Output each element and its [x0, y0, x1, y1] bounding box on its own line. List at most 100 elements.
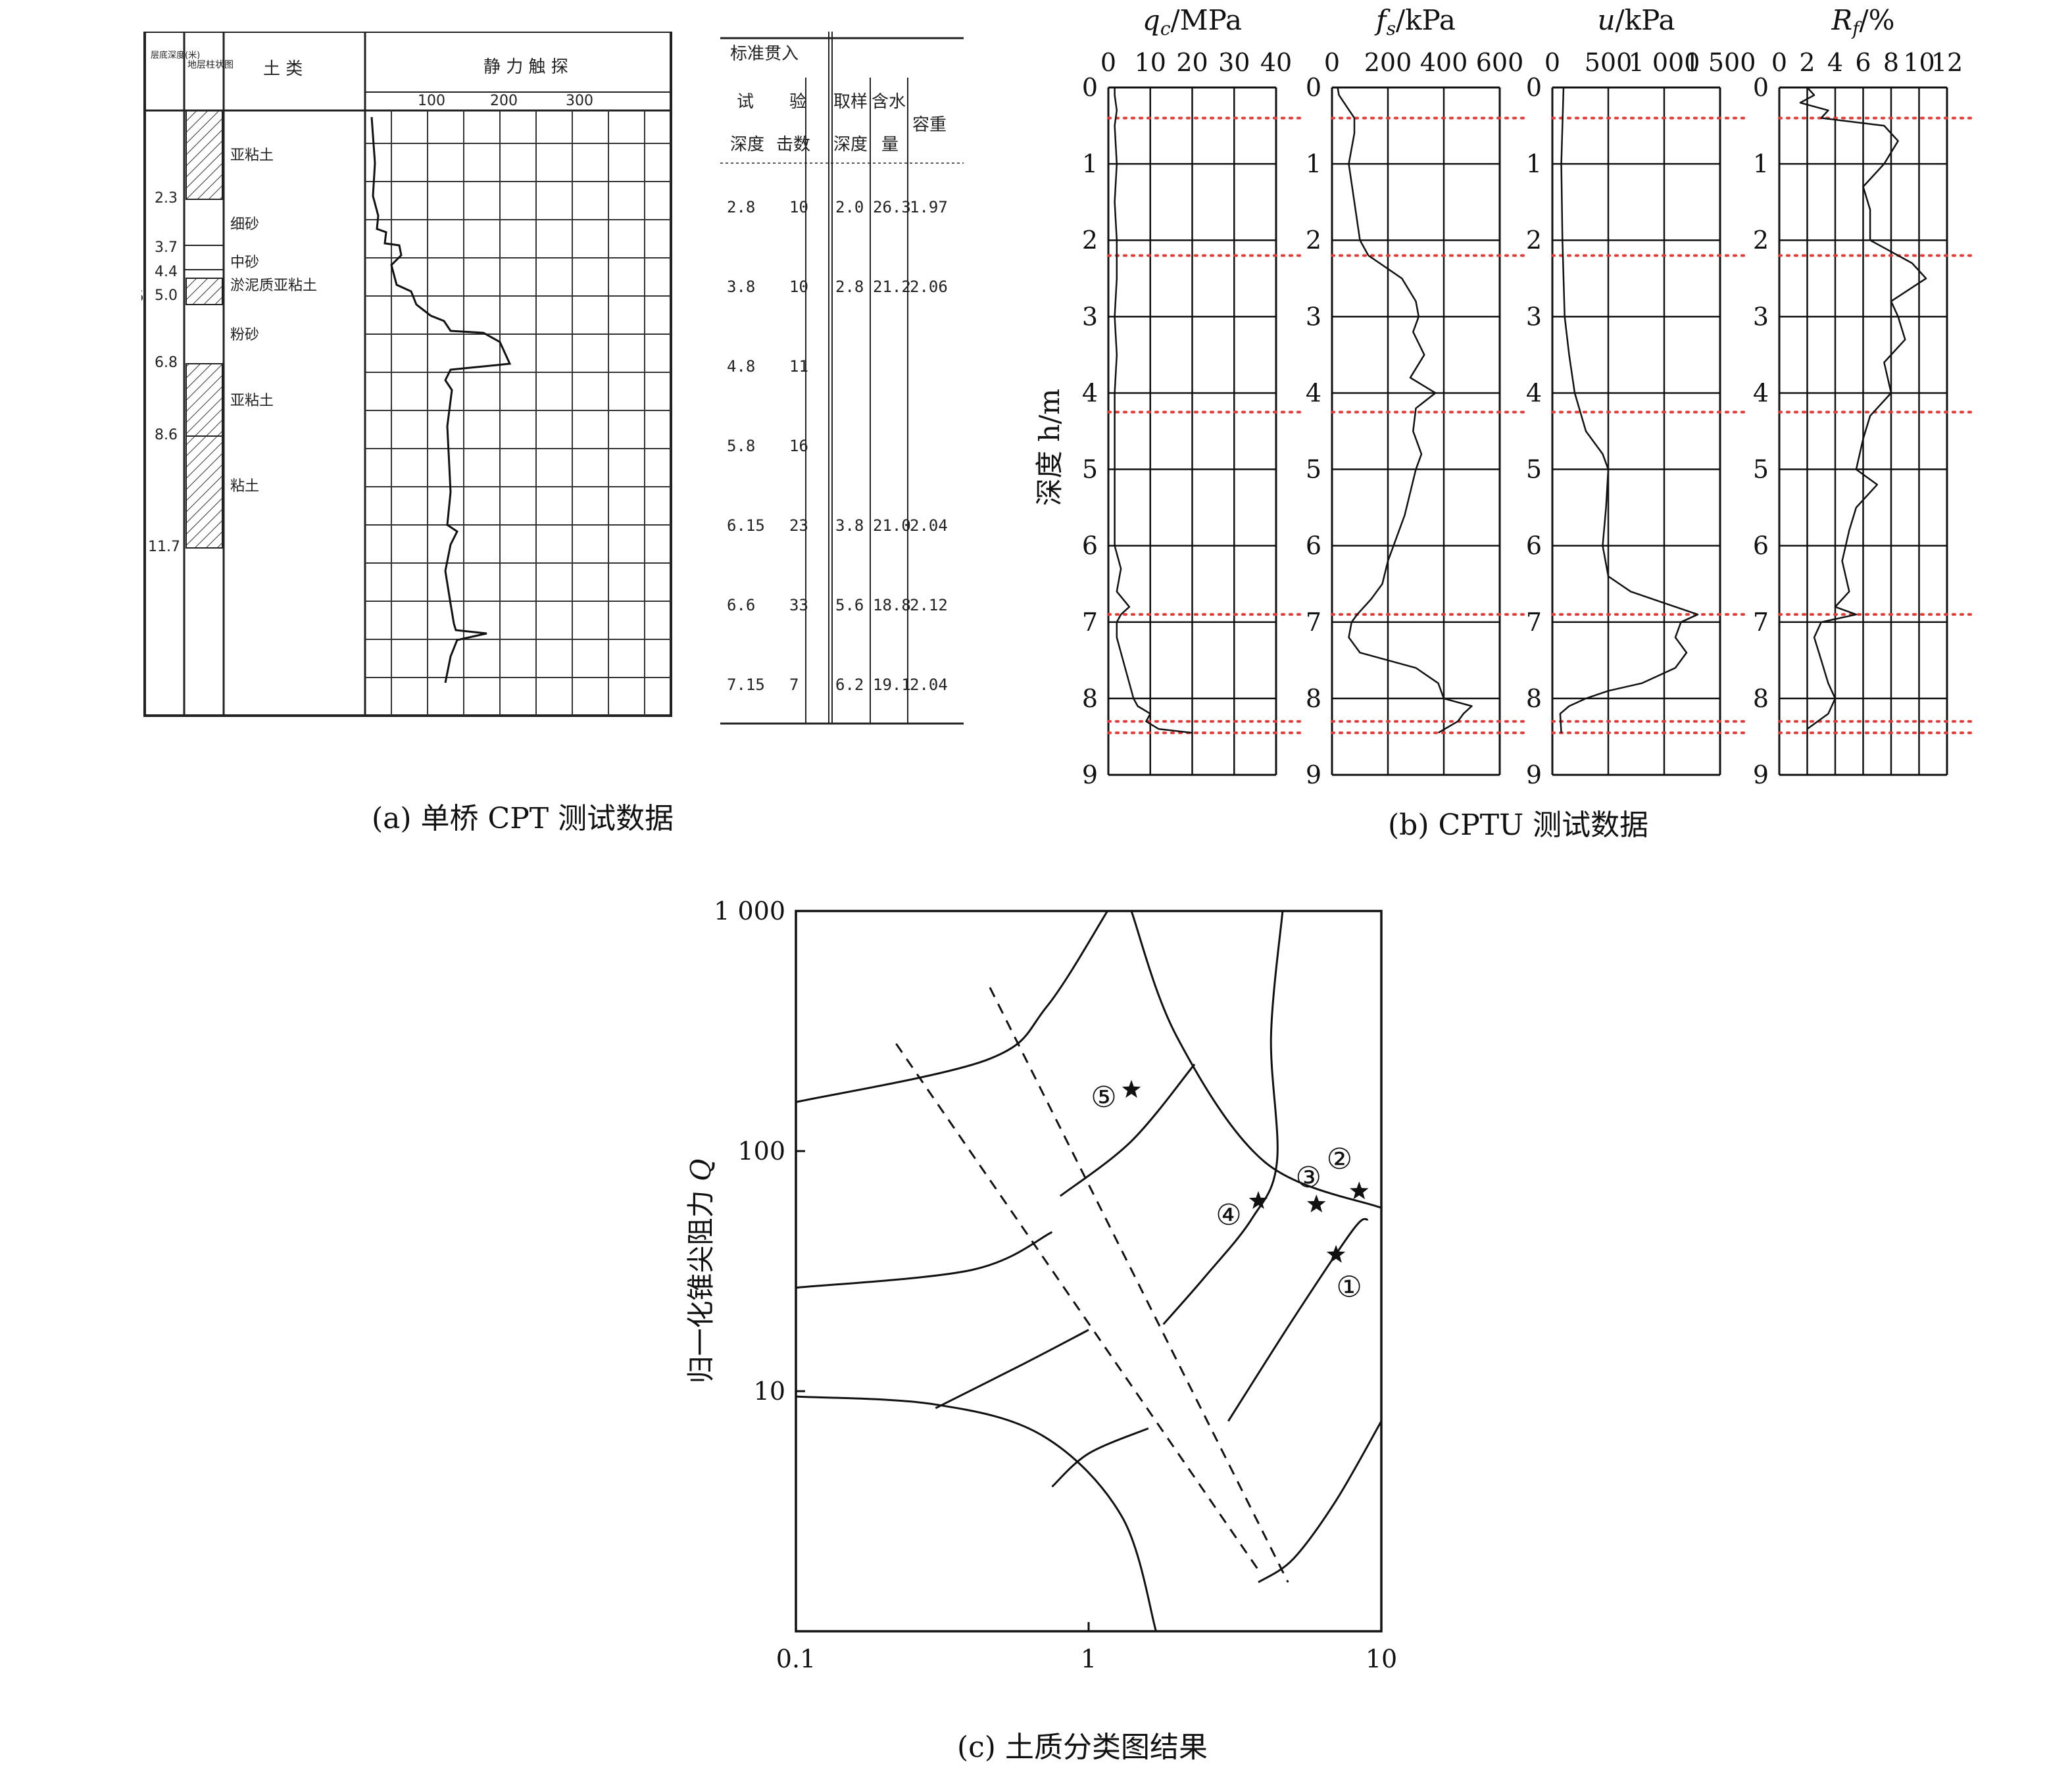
data-point-label: ③	[1296, 1161, 1321, 1195]
soil-layer-label: 亚粘土	[230, 393, 274, 409]
x-tick-label: 1	[1081, 1644, 1097, 1673]
x-tick-label: 8	[1883, 48, 1899, 77]
spt-cell: 10	[789, 278, 808, 296]
spt-col2-a: 验	[789, 92, 806, 112]
y-tick-label: 6	[1526, 531, 1542, 560]
spt-cell: 2.06	[910, 278, 948, 296]
depth-label: 4.4	[155, 264, 178, 280]
spt-col1-b: 深度	[730, 135, 764, 155]
cpt-trace	[370, 116, 512, 683]
strata-column	[184, 110, 224, 549]
y-tick-label: 3	[1306, 302, 1321, 331]
spt-cell: 2.8	[835, 278, 864, 296]
y-tick-label: 100	[737, 1137, 785, 1166]
spt-col5: 容重	[912, 115, 947, 135]
x-tick-label: 30	[1218, 48, 1250, 77]
y-tick-label: 6	[1753, 531, 1769, 560]
spt-cell: 21.2	[873, 278, 911, 296]
spt-cell: 2.0	[835, 198, 864, 216]
spt-col3-b: 深度	[833, 135, 868, 155]
spt-cell: 6.2	[835, 676, 864, 694]
x-tick-label: 0	[1771, 48, 1787, 77]
spt-cell: 23	[789, 516, 808, 535]
data-point-star	[1122, 1079, 1141, 1098]
spt-col3-a: 取样	[833, 92, 868, 112]
y-tick-label: 10	[754, 1377, 785, 1406]
zone-boundary	[796, 911, 1108, 1103]
soil-layer-label: 粘土	[230, 478, 259, 495]
data-point-label: ④	[1216, 1198, 1241, 1232]
subplot-title-unit: /%	[1859, 4, 1894, 36]
subplot-title-var: R	[1831, 4, 1852, 36]
y-tick-label: 0	[1526, 73, 1542, 102]
subplot-title-var: u	[1597, 4, 1615, 36]
data-point-star	[1326, 1244, 1346, 1263]
x-tick-label: 6	[1855, 48, 1871, 77]
x-tick-label: 400	[1420, 48, 1468, 77]
y-tick-label: 8	[1306, 684, 1321, 713]
stratum-hatch-2	[185, 278, 223, 305]
y-tick-label: 5	[1526, 455, 1542, 484]
depth-axis-label: 深度 h/m	[1033, 389, 1066, 506]
y-tick-label: 7	[1753, 608, 1769, 637]
spt-cell: 3.8	[727, 278, 755, 296]
spt-cell: 5.6	[835, 596, 864, 614]
series-line	[1114, 87, 1193, 734]
y-tick-label: 0	[1082, 73, 1098, 102]
y-tick-label: 7	[1082, 608, 1098, 637]
y-tick-label: 9	[1753, 760, 1769, 789]
subplot-title-var: q	[1143, 4, 1160, 36]
y-tick-label: 2	[1306, 226, 1321, 255]
x-tick-label: 10	[1903, 48, 1935, 77]
spt-col4-a: 含水	[872, 92, 906, 112]
x-tick-label: 1 500	[1685, 48, 1756, 77]
depth-axis-tick: 5	[141, 289, 144, 305]
spt-cell: 2.04	[910, 516, 948, 535]
x-tick-label: 10	[1366, 1644, 1397, 1673]
plot-frame	[795, 910, 1383, 1633]
data-point-star	[1350, 1181, 1369, 1200]
y-tick-label: 1	[1526, 149, 1542, 178]
cpt-tick-100: 100	[418, 93, 445, 109]
spt-cell: 21.0	[873, 516, 911, 535]
y-tick-label: 5	[1306, 455, 1321, 484]
data-point-label: ②	[1327, 1143, 1352, 1176]
spt-cell: 4.8	[727, 357, 755, 376]
spt-cell: 16	[789, 437, 808, 455]
x-tick-label: 600	[1476, 48, 1524, 77]
y-tick-label: 9	[1082, 760, 1098, 789]
spt-cell: 2.8	[727, 198, 755, 216]
y-tick-label: 3	[1526, 302, 1542, 331]
y-tick-label: 1 000	[714, 897, 785, 925]
y-tick-label: 0	[1306, 73, 1321, 102]
y-tick-label: 1	[1082, 149, 1098, 178]
depth-label: 6.8	[155, 355, 178, 371]
zone-boundary	[1051, 1427, 1149, 1488]
y-tick-label: 9	[1306, 760, 1321, 789]
series-line	[1559, 87, 1699, 733]
y-axis-label-prefix: 归一化锥尖阻力	[685, 1181, 717, 1383]
x-tick-label: 20	[1176, 48, 1208, 77]
depth-label: 3.7	[155, 239, 178, 256]
y-tick-label: 2	[1082, 226, 1098, 255]
y-tick-label: 6	[1082, 531, 1098, 560]
cpt-grid	[365, 111, 671, 716]
x-tick-label: 500	[1585, 48, 1633, 77]
zone-boundary	[1059, 1064, 1196, 1197]
zone-boundary	[796, 1395, 1157, 1631]
spt-cell: 19.1	[873, 676, 911, 694]
depth-label: 5.0	[155, 287, 178, 304]
x-tick-label: 40	[1260, 48, 1292, 77]
caption-c: (c) 土质分类图结果	[957, 1731, 1208, 1764]
soil-layer-label: 粉砂	[230, 327, 259, 343]
stratum-hatch-4	[185, 435, 223, 549]
y-tick-label: 8	[1526, 684, 1542, 713]
header-depth: 层底深度(米)	[151, 50, 200, 61]
